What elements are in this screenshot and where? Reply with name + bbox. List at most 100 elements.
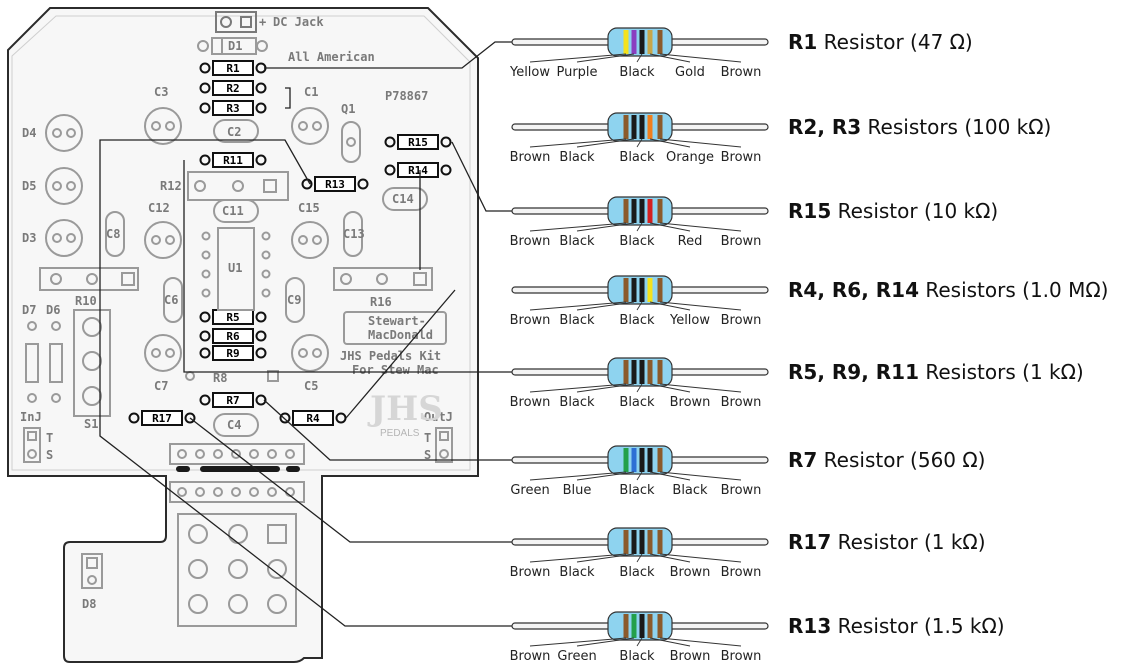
band-leader [649,553,691,563]
band-leader [649,301,691,311]
color-band [631,360,637,384]
q1-label: Q1 [341,102,355,116]
band-leader [576,553,635,563]
color-band [623,30,629,54]
footprint-r5: R5 [199,309,267,325]
resistor-title: R7 Resistor (560 Ω) [788,448,985,472]
band-leader [576,53,635,63]
board-inner-outline [11,15,471,471]
footprint-r6: R6 [199,328,267,344]
c8-label: C8 [106,227,120,241]
band-leader [529,138,627,148]
color-band [657,199,663,223]
c14-label: C14 [392,192,414,206]
footprint-r3: R3 [199,100,267,116]
band-leader [576,301,635,311]
resistor-title: R5, R9, R11 Resistors (1 kΩ) [788,360,1084,384]
brand-pedals: PEDALS [380,428,420,439]
footprint-r9: R9 [199,345,267,361]
band-label: Black [619,65,655,80]
band-leader [659,637,742,647]
color-band [647,30,653,54]
footprint-label-r11: R11 [223,154,243,167]
band-label: Brown [670,395,711,410]
footprint-label-r13: R13 [325,178,345,191]
color-band [623,360,629,384]
band-leader [636,301,643,311]
band-leader [649,222,691,232]
footprint-label-r15: R15 [408,136,428,149]
c1-label: C1 [304,85,318,99]
footprint-label-r14: R14 [408,164,428,177]
footprint-r14: R14 [384,162,452,178]
color-band [647,360,653,384]
leader-r7 [263,399,512,461]
footprint-label-r3: R3 [226,102,239,115]
footprint-r11: R11 [199,152,267,168]
band-label: Brown [721,234,762,249]
band-leader [649,637,691,647]
color-band [657,30,663,54]
band-leader [576,471,635,481]
band-label: Black [559,395,595,410]
leader-r13 [99,139,512,627]
resistor-value: Resistor (10 kΩ) [831,199,998,223]
band-label: Orange [666,150,714,165]
band-label: Brown [721,395,762,410]
kit-line2: For Stew Mac [352,363,439,377]
color-band [657,278,663,302]
band-leader [576,383,635,393]
r16-label: R16 [370,295,392,309]
band-leader [636,53,643,63]
band-leader [649,471,691,481]
outj-t-label: T [424,431,431,445]
band-leader [659,553,742,563]
resistor-value: Resistor (560 Ω) [817,448,985,472]
band-leader [529,53,627,63]
color-band [623,115,629,139]
c3-label: C3 [154,85,168,99]
resistor-title: R1 Resistor (47 Ω) [788,30,973,54]
resistor-ids: R1 [788,30,817,54]
r12-label: R12 [160,179,182,193]
resistor-value: Resistor (47 Ω) [817,30,972,54]
band-leader [659,138,742,148]
color-band [647,614,653,638]
band-leader [636,383,643,393]
resistor-ids: R5, R9, R11 [788,360,919,384]
c2-label: C2 [227,125,241,139]
band-label: Brown [721,565,762,580]
band-label: Brown [670,565,711,580]
outj-s-label: S [424,448,431,462]
footprint-label-r7: R7 [226,394,239,407]
brand-jhs: JHS [367,389,443,429]
band-leader [659,383,742,393]
color-band [657,448,663,472]
footprint-label-r6: R6 [226,330,240,343]
band-leader [636,553,643,563]
band-leader [529,383,627,393]
kit-line1: JHS Pedals Kit [340,349,441,363]
band-label: Blue [563,483,592,498]
band-label: Brown [510,313,551,328]
resistor-ids: R4, R6, R14 [788,278,919,302]
color-band [631,30,637,54]
leader-r17 [189,417,512,543]
band-leader [659,53,742,63]
band-label: Brown [510,395,551,410]
color-band [657,360,663,384]
d4-label: D4 [22,126,36,140]
color-band [647,278,653,302]
band-label: Yellow [509,65,550,80]
resistor-value: Resistor (1 kΩ) [831,530,985,554]
c4-label: C4 [227,418,241,432]
leader-r1 [264,41,512,69]
all-american-label: All American [288,50,375,64]
band-leader [576,637,635,647]
band-label: Brown [510,565,551,580]
r10-label: R10 [75,294,97,308]
